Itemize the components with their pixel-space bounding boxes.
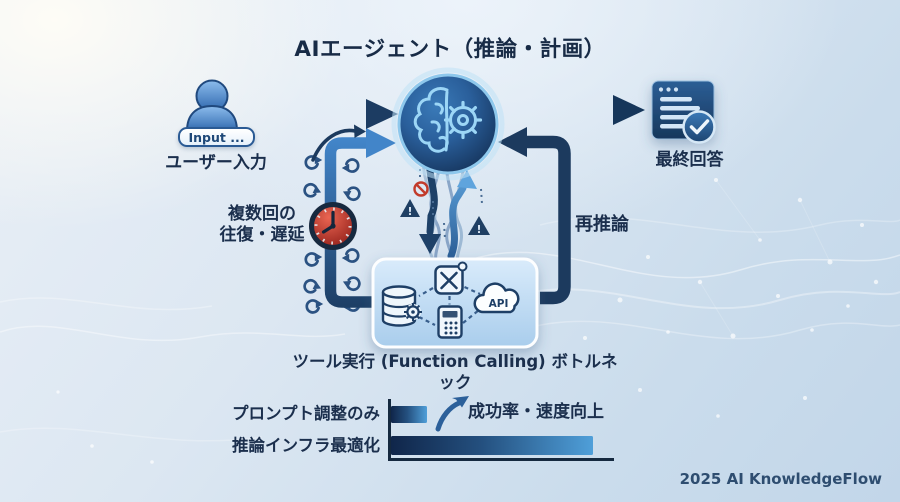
user-input-label: ユーザー入力 — [165, 153, 267, 173]
up-return-arrow — [447, 170, 477, 260]
check-icon — [682, 110, 716, 144]
tools-icon — [434, 261, 468, 295]
answer-arrow — [500, 95, 645, 125]
right-loop-arrow — [498, 127, 571, 305]
tool-execution-label: ツール実行 (Function Calling) ボトルネック — [292, 352, 618, 392]
re-reasoning-label: 再推論 — [575, 214, 629, 235]
final-answer-label: 最終回答 — [655, 150, 724, 170]
background-particles — [56, 178, 879, 464]
api-badge-label: API — [489, 298, 509, 310]
prohibition-icon — [413, 181, 429, 197]
database-icon — [381, 285, 422, 327]
background-waves — [0, 179, 900, 442]
chart-category-prompt: プロンプト調整のみ — [231, 404, 380, 423]
chart-annotation: 成功率・速度向上 — [468, 402, 604, 422]
tools-box: API — [371, 257, 539, 349]
input-badge: Input ... — [178, 127, 255, 147]
brain-gear-icon — [413, 87, 483, 153]
warning-icon-1: ! — [400, 199, 420, 218]
svg-text:!: ! — [407, 205, 412, 218]
user-icon — [186, 79, 238, 133]
agent-node — [391, 67, 505, 181]
user-arrow — [258, 99, 398, 129]
chart-category-infra: 推論インフラ最適化 — [231, 436, 380, 455]
chart-bar-infra — [391, 436, 593, 455]
tool-connectors — [418, 285, 481, 326]
footer-credit: 2025 AI KnowledgeFlow — [679, 470, 882, 488]
chart-y-axis — [388, 399, 391, 460]
page-title: AIエージェント（推論・計画） — [294, 37, 606, 62]
calculator-icon — [437, 305, 463, 339]
answer-doc-icon — [651, 80, 716, 144]
latency-label: 複数回の 往復・遅延 — [219, 204, 305, 246]
warning-icon-2: ! — [468, 216, 490, 236]
svg-text:!: ! — [476, 223, 481, 236]
chart-x-axis — [388, 458, 614, 461]
api-cloud-icon: API — [473, 282, 520, 314]
improvement-arrow — [435, 396, 469, 432]
clock-icon — [297, 190, 369, 262]
chart-bar-prompt — [391, 406, 428, 423]
